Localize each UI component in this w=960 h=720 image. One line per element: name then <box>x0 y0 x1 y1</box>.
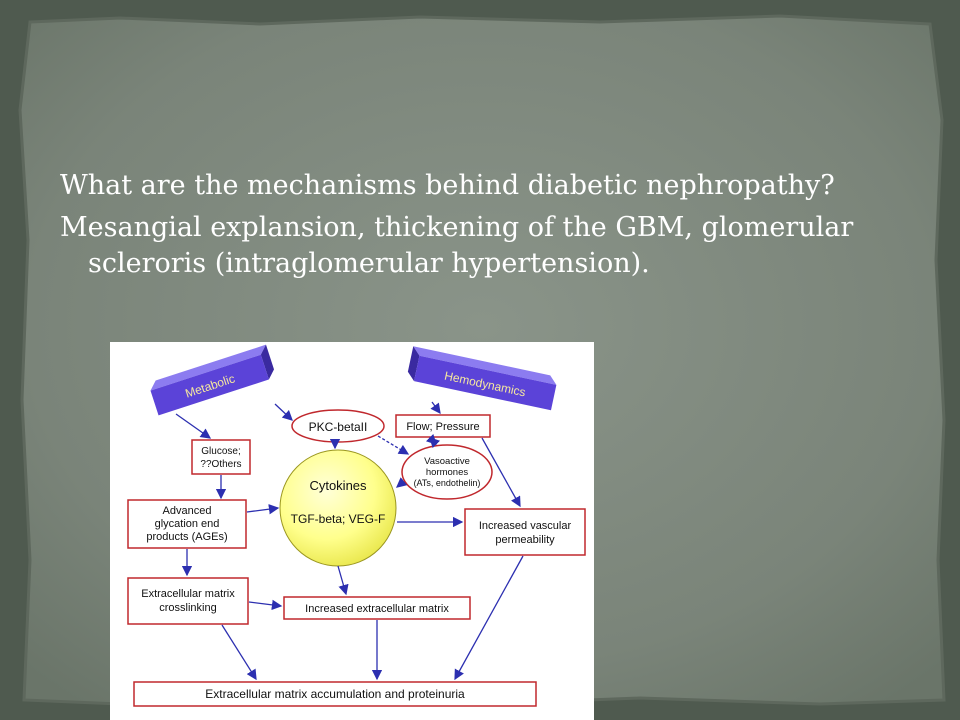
crosslinking-box <box>127 577 249 625</box>
crosslink-line1: Extracellular matrix <box>141 588 235 600</box>
diagram-arrows <box>175 401 524 681</box>
pkc-label: PKC-betaII <box>309 420 368 434</box>
arrow-cytokines-matrix <box>337 565 349 596</box>
arrow-crosslink-matrix <box>248 599 283 611</box>
permeability-line2: permeability <box>495 534 555 546</box>
increased-matrix-label: Increased extracellular matrix <box>305 603 449 615</box>
age-line1: Advanced <box>163 505 212 517</box>
mechanism-diagram: Metabolic Hemodynamics PKC-betaII Flow; … <box>110 342 594 720</box>
glucose-line1: Glucose; <box>201 446 240 457</box>
accumulation-box <box>133 681 537 707</box>
answer-text: Mesangial explansion, thickening of the … <box>60 212 854 279</box>
vasoactive-line1: Vasoactive <box>424 456 470 467</box>
arrow-flow-vasoactive <box>425 433 441 449</box>
cytokines-node <box>279 449 397 567</box>
age-box <box>127 499 247 549</box>
permeability-line1: Increased vascular <box>479 520 572 532</box>
hemodynamics-bar: Hemodynamics <box>407 346 557 411</box>
arrow-age-cytokines <box>246 504 280 515</box>
cytokines-sub: TGF-beta; VEG-F <box>291 512 386 526</box>
arrow-vasoactive-cytokines <box>396 477 408 488</box>
slide-text: What are the mechanisms behind diabetic … <box>60 168 940 288</box>
vasoactive-node <box>401 444 493 500</box>
permeability-box <box>464 508 586 556</box>
flow-pressure-box <box>395 414 491 438</box>
increased-matrix-box <box>283 596 471 620</box>
arrow-hemo-flow <box>430 401 441 415</box>
arrow-permeability-accumulation <box>454 555 524 681</box>
age-line3: products (AGEs) <box>146 531 227 543</box>
age-line2: glycation end <box>155 518 220 530</box>
arrow-pkc-vasoactive <box>377 435 410 455</box>
arrow-metabolic-glucose <box>175 413 212 439</box>
flow-pressure-label: Flow; Pressure <box>406 421 479 433</box>
glucose-line2: ??Others <box>200 459 241 470</box>
arrow-crosslink-accumulation <box>221 624 257 681</box>
glucose-box <box>191 439 251 475</box>
cytokines-label: Cytokines <box>309 478 367 493</box>
question-text: What are the mechanisms behind diabetic … <box>60 170 835 201</box>
vasoactive-line2: hormones <box>426 467 468 478</box>
vasoactive-line3: (ATs, endothelin) <box>414 478 481 488</box>
arrow-metabolic-pkc <box>274 403 293 421</box>
arrow-flow-permeability <box>481 437 521 508</box>
crosslink-line2: crosslinking <box>159 602 216 614</box>
metabolic-bar: Metabolic <box>150 344 275 416</box>
accumulation-label: Extracellular matrix accumulation and pr… <box>205 687 465 701</box>
